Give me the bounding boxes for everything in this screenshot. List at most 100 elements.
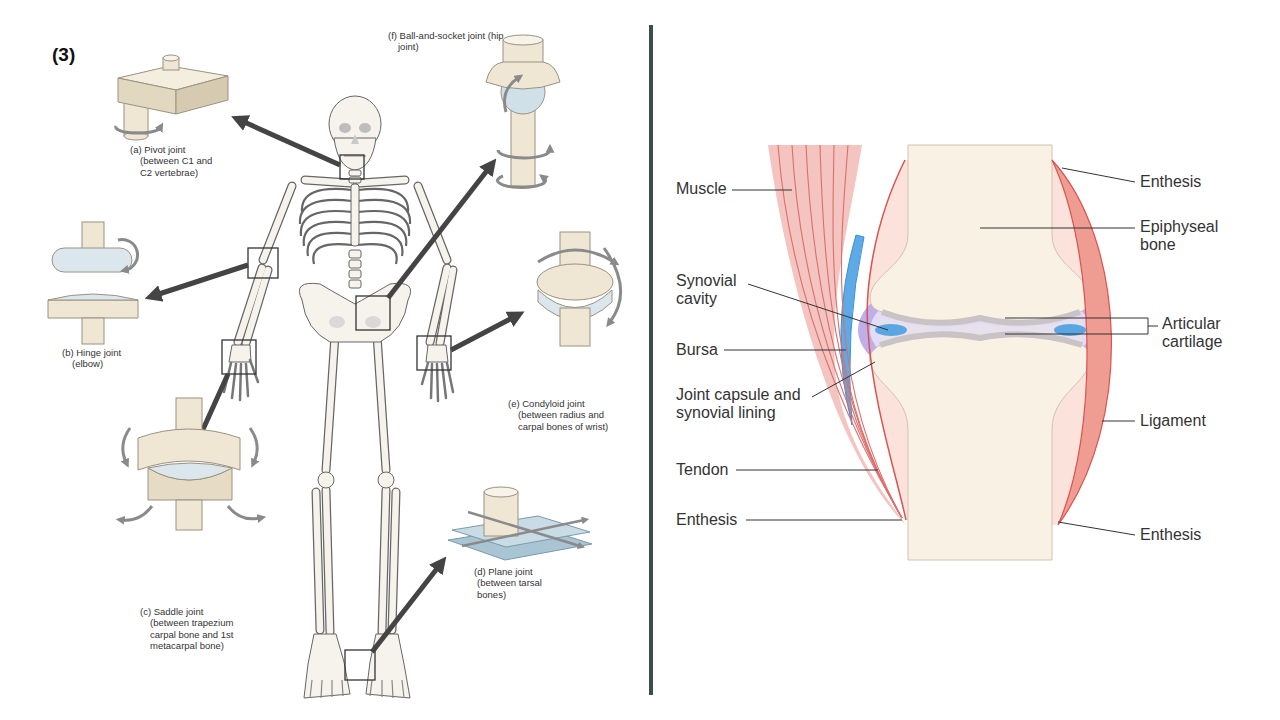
ball-socket-joint-model	[505, 78, 519, 112]
plane-joint-model	[468, 512, 580, 546]
ligament-band	[1052, 160, 1111, 525]
pelvis-opening	[329, 316, 345, 328]
vertebra	[349, 280, 361, 288]
joint-location-box	[222, 340, 256, 374]
fingers	[447, 363, 453, 392]
part-label: Enthesis	[1140, 526, 1230, 544]
ball-socket-joint-model	[486, 35, 560, 187]
vertebra	[349, 170, 361, 176]
toes	[321, 680, 322, 698]
toes	[342, 680, 343, 696]
hinge-joint-model	[82, 318, 104, 344]
bone-fill	[238, 180, 453, 632]
muscle-fibers	[820, 145, 902, 518]
ball-socket-joint-model	[498, 78, 550, 187]
pointer-arrow	[372, 566, 439, 652]
pivot-joint-model	[116, 126, 160, 133]
part-label: Bursa	[676, 341, 736, 359]
joint-location-box	[248, 248, 278, 278]
toes	[392, 680, 393, 698]
figure-number: (3)	[52, 44, 112, 66]
fingers	[240, 364, 241, 400]
ball-socket-joint-model	[503, 35, 543, 45]
muscle-fibers	[792, 145, 902, 518]
toes	[310, 680, 312, 698]
vertebra	[349, 260, 361, 268]
hinge-joint-model	[48, 300, 138, 318]
pointer-arrow	[242, 121, 340, 165]
pointer-arrow	[156, 121, 514, 652]
toes	[381, 680, 382, 697]
saddle-joint-model	[176, 500, 202, 530]
tendon-line	[867, 160, 906, 520]
fingers	[250, 360, 258, 382]
leader-line	[724, 350, 846, 351]
condyloid-joint-model	[604, 248, 621, 322]
part-label: Tendon	[676, 461, 746, 479]
joint-location-box	[345, 650, 375, 680]
joint-caption: (c) Saddle joint (between trapezium carp…	[140, 606, 240, 652]
joint-location-box	[356, 296, 390, 330]
vertebra	[349, 250, 361, 258]
leader-line	[1102, 421, 1135, 422]
panel-divider	[649, 25, 653, 695]
muscle-fibers	[778, 145, 902, 518]
leader-line	[1058, 522, 1135, 535]
leader-line	[748, 284, 888, 330]
joint-caption: (b) Hinge joint (elbow)	[62, 347, 142, 370]
fingers	[431, 364, 432, 398]
sternum	[351, 184, 359, 246]
hinge-joint-model	[52, 248, 132, 272]
eye-socket	[339, 123, 351, 133]
joint-location-box	[222, 155, 451, 680]
plane-joint-model	[484, 492, 518, 536]
pointer-arrow	[200, 374, 228, 436]
kneecap	[378, 472, 394, 488]
pivot-joint-model	[163, 55, 179, 61]
hinge-joint-model	[48, 294, 138, 300]
joint-location-box	[417, 336, 451, 370]
leader-line	[812, 362, 875, 397]
joint-location-box	[340, 155, 364, 179]
foot	[304, 634, 350, 698]
part-label: Ligament	[1140, 412, 1230, 430]
articular-cartilage	[882, 312, 1080, 323]
toes	[331, 680, 332, 697]
toes	[402, 680, 404, 698]
fingers	[224, 360, 453, 401]
muscle-belly	[768, 145, 906, 525]
fingers	[442, 364, 446, 398]
synovial-joint	[768, 145, 1111, 560]
lower-bone	[869, 334, 1090, 560]
pointer-arrow	[156, 265, 248, 295]
nose-cavity	[351, 134, 359, 144]
leader-line	[1005, 334, 1140, 335]
pivot-joint-model	[116, 55, 228, 140]
plane-joint-model	[484, 487, 518, 497]
vertebra	[349, 177, 361, 183]
saddle-joint-model	[250, 428, 257, 462]
pelvis-opening	[365, 316, 381, 328]
articular-cartilage	[880, 334, 1082, 345]
leader-line	[736, 470, 878, 471]
joint-caption: (e) Condyloid joint (between radius and …	[508, 398, 616, 432]
ribs	[313, 244, 352, 264]
ribs	[358, 244, 397, 264]
vertebra	[349, 270, 361, 278]
leader-line	[1140, 318, 1158, 334]
part-label: Epiphyseal bone	[1140, 218, 1225, 255]
synovial-fluid	[875, 324, 907, 336]
kneecap	[318, 472, 334, 488]
ball-socket-joint-model	[486, 62, 560, 89]
plane-joint-model	[448, 487, 592, 560]
hand	[426, 345, 448, 362]
saddle-joint-model	[228, 506, 260, 519]
hinge-joint-model	[118, 239, 138, 270]
ball-socket-joint-model	[498, 176, 546, 187]
ball-socket-joint-model	[511, 108, 535, 186]
condyloid-joint-model	[538, 250, 614, 262]
condyloid-joint-model	[537, 264, 613, 300]
pointer-arrow	[451, 317, 514, 350]
